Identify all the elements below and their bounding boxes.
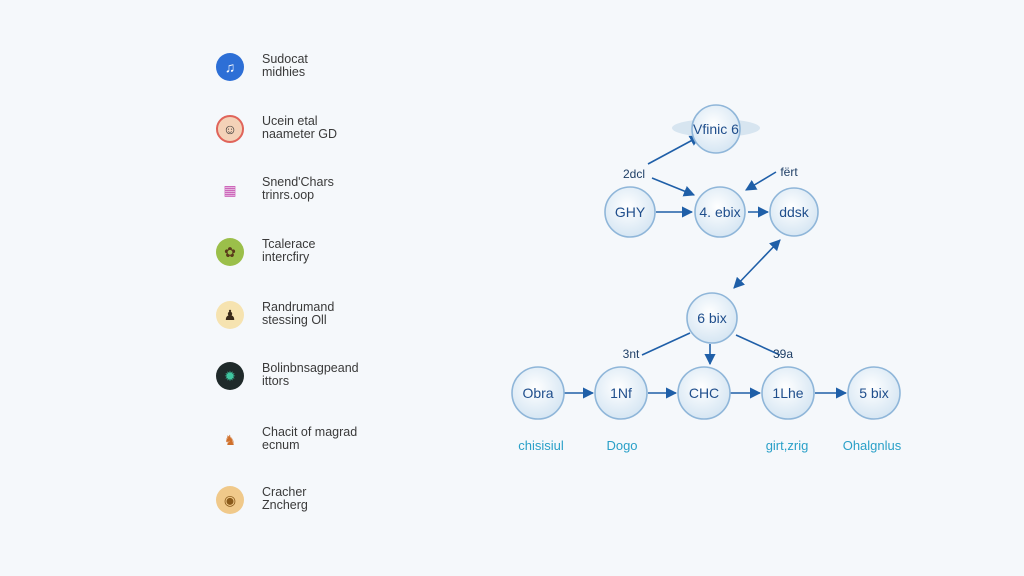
node-ghy[interactable]: GHY [604,186,656,238]
sidebar-item-subtitle: ecnum [262,438,300,452]
face-icon: ☺ [216,115,244,143]
node-ghy-label: GHY [615,204,646,220]
node-lhe-label: 1Lhe [772,385,803,401]
node-5bix[interactable]: 5 bix [847,366,901,420]
node-top-label: Vfinic 6 [693,121,739,137]
shopping-icon: ▦ [223,182,237,198]
node-inf-circle [594,366,648,420]
node-obra-label: Obra [522,385,553,401]
sidebar-item-subtitle: intercfiry [262,250,310,264]
node-5bix-circle [847,366,901,420]
sidebar-item[interactable]: ☺ Ucein etal naameter GD [216,115,396,145]
node-mid[interactable]: 6 bix [686,292,738,344]
caption-inf: Dogo [606,438,637,453]
sidebar-item-title: Chacit of magrad [262,425,358,439]
caption-5bix: Ohalgnlus [843,438,902,453]
sidebar: ♫ Sudocat midhies ☺ Ucein etal naameter … [0,0,400,576]
sidebar-item-subtitle: trinrs.oop [262,188,315,202]
sidebar-item[interactable]: ✹ Bolinbnsagpeand ittors [216,362,396,392]
edge-2dcl-to-top [647,135,701,165]
edge-2dcl-to-ebix [651,177,696,197]
edge-label-fert: fërt [780,165,798,179]
music-note-icon: ♫ [216,53,244,81]
node-mid-circle [686,292,738,344]
node-inf[interactable]: 1Nf [594,366,648,420]
sidebar-item[interactable]: ♫ Sudocat midhies [216,53,396,83]
sidebar-item-subtitle: naameter GD [262,127,338,141]
edge-mid-to-3nt [641,332,691,356]
sidebar-item-title: Tcalerace [262,237,316,251]
node-chc-circle [677,366,731,420]
node-ebix-label: 4. ebix [699,204,740,220]
sidebar-item[interactable]: ✿ Tcalerace intercfiry [216,238,396,268]
node-mid-label: 6 bix [697,310,727,326]
sidebar-item-subtitle: stessing Oll [262,313,327,327]
node-ddsk-circle [769,187,819,237]
node-ddsk[interactable]: ddsk [769,187,819,237]
sidebar-item[interactable]: ◉ Cracher Zncherg [216,486,396,516]
sidebar-item-title: Sudocat [262,52,308,66]
sidebar-item[interactable]: ♟ Randrumand stessing Oll [216,301,396,331]
node-5bix-label: 5 bix [859,385,889,401]
figure-icon: ♞ [223,432,237,448]
sidebar-item[interactable]: ♞ Chacit of magrad ecnum [216,426,396,456]
node-chc-label: CHC [689,385,719,401]
node-lhe-circle [761,366,815,420]
edge-label-39a: 39a [773,347,793,361]
node-obra[interactable]: Obra [511,366,565,420]
coin-icon: ◉ [216,486,244,514]
sidebar-item-title: Cracher [262,485,307,499]
node-ebix-circle [694,186,746,238]
node-ghy-circle [604,186,656,238]
node-obra-circle [511,366,565,420]
node-inf-label: 1Nf [610,385,632,401]
caption-lhe: girt,zrig [766,438,809,453]
sidebar-item-subtitle: ittors [262,374,290,388]
edge-label-2dcl: 2dcl [623,167,645,181]
sidebar-item-title: Snend'Chars [262,175,334,189]
leaf-icon: ✿ [216,238,244,266]
person-icon: ♟ [216,301,244,329]
edge-fert-to-ebix [745,171,777,191]
sidebar-item-subtitle: midhies [262,65,306,79]
edge-mid-to-39a [735,334,781,356]
sidebar-item-title: Ucein etal [262,114,318,128]
sidebar-item-title: Bolinbnsagpeand [262,361,359,375]
node-top[interactable]: Vfinic 6 [691,104,741,154]
edge-mid-ddsk [733,239,781,289]
caption-obra: chisisiul [518,438,564,453]
edge-label-3nt: 3nt [623,347,640,361]
node-ddsk-label: ddsk [779,204,810,220]
sidebar-item[interactable]: ▦ Snend'Chars trinrs.oop [216,176,396,206]
node-lhe[interactable]: 1Lhe [761,366,815,420]
sidebar-item-subtitle: Zncherg [262,498,308,512]
node-ebix[interactable]: 4. ebix [694,186,746,238]
sidebar-item-title: Randrumand [262,300,335,314]
node-top-circle [691,104,741,154]
node-chc[interactable]: CHC [677,366,731,420]
gear-icon: ✹ [216,362,244,390]
